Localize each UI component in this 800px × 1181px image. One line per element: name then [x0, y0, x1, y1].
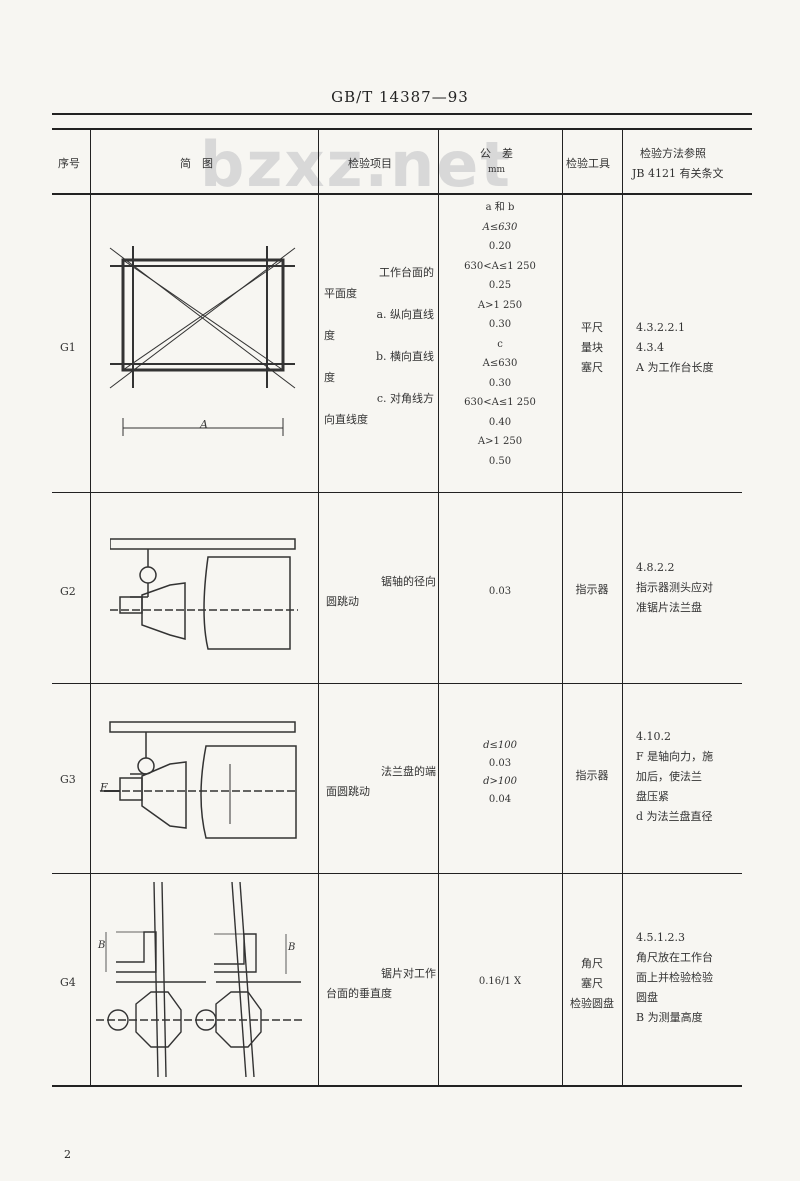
- row-rule-g3: [52, 873, 742, 874]
- g4-item: 锯片对工作 台面的垂直度: [326, 967, 436, 1000]
- header-method: 检验方法参照: [640, 147, 706, 160]
- g1-tolerance: a 和 b A≤630 0.20 630<A≤1 250 0.25 A>1 25…: [464, 202, 536, 467]
- g1-tool: 平尺 量块 塞尺: [581, 321, 603, 374]
- row-rule-g2: [52, 683, 742, 684]
- g4-tolerance: 0.16/1 X: [478, 976, 522, 987]
- standard-number: GB/T 14387—93: [331, 88, 469, 106]
- row-rule-g1: [52, 492, 742, 493]
- g2-diagram: [110, 538, 298, 650]
- row-id-g1: G1: [60, 341, 76, 354]
- header-item: 检验项目: [348, 157, 392, 170]
- row-id-g2: G2: [60, 585, 76, 598]
- header-tool: 检验工具: [566, 157, 610, 170]
- header-no: 序号: [58, 157, 80, 170]
- g2-tool: 指示器: [575, 583, 609, 596]
- header-method-ref: JB 4121 有关条文: [632, 167, 724, 180]
- g3-force-label: F: [100, 781, 108, 794]
- g3-tool: 指示器: [575, 769, 609, 782]
- col-rule-2: [318, 128, 319, 1085]
- g3-tolerance: d≤100 0.03 d>100 0.04: [483, 740, 517, 805]
- g1-item: 工作台面的 平面度 a. 纵向直线 度 b. 横向直线 度 c. 对角线方 向直…: [324, 266, 434, 426]
- g2-method: 4.8.2.2 指示器测头应对 准锯片法兰盘: [636, 561, 713, 614]
- col-rule-5: [622, 128, 623, 1085]
- col-rule-1: [90, 128, 91, 1085]
- g4-height-label-left: B: [98, 940, 106, 951]
- g4-height-label-right: B: [288, 942, 296, 953]
- header-tolerance: 公 差: [480, 147, 513, 160]
- page-number: 2: [64, 1148, 71, 1161]
- header-unit: mm: [488, 165, 506, 175]
- g1-diagram: [109, 246, 296, 436]
- row-id-g3: G3: [60, 773, 76, 786]
- header-rule-bottom: [52, 193, 752, 195]
- g2-item: 锯轴的径向 圆跳动: [326, 575, 436, 608]
- g4-diagram: [96, 882, 304, 1077]
- header-diagram: 简 图: [180, 157, 213, 170]
- g4-tool: 角尺 塞尺 检验圆盘: [570, 957, 614, 1010]
- g3-diagram: [100, 721, 298, 839]
- top-rule: [52, 113, 752, 115]
- g1-method: 4.3.2.2.1 4.3.4 A 为工作台长度: [636, 321, 714, 374]
- g1-dimension-label: A: [200, 418, 208, 431]
- g3-method: 4.10.2 F 是轴向力，施 加后，使法兰 盘压紧 d 为法兰盘直径: [636, 730, 714, 823]
- g3-item: 法兰盘的端 面圆跳动: [326, 765, 436, 798]
- row-id-g4: G4: [60, 976, 76, 989]
- col-rule-4: [562, 128, 563, 1085]
- header-rule-top: [52, 128, 752, 130]
- g2-tolerance: 0.03: [488, 586, 512, 597]
- col-rule-3: [438, 128, 439, 1085]
- g4-method: 4.5.1.2.3 角尺放在工作台 面上并检验检验 圆盘 B 为测量高度: [636, 931, 713, 1024]
- bottom-rule: [52, 1085, 742, 1087]
- watermark: bzxz.net: [200, 128, 512, 201]
